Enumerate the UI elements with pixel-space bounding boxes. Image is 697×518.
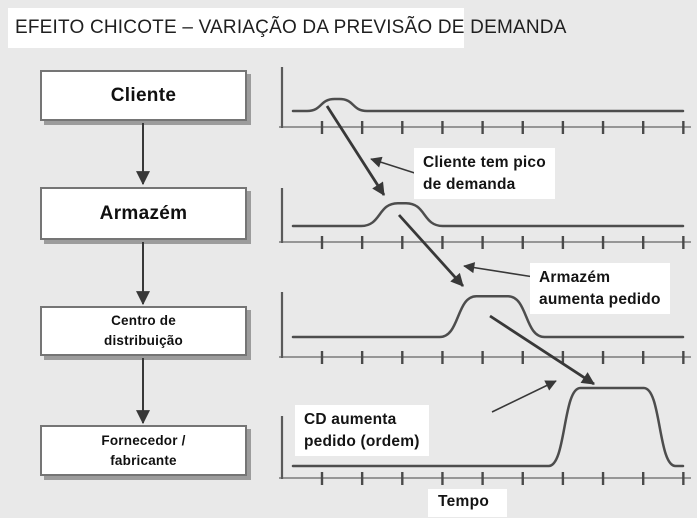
callout-line: de demanda: [423, 175, 516, 193]
flow-box-label: distribuição: [104, 333, 183, 348]
callout-armazem-aumenta: Armazém aumenta pedido: [530, 263, 670, 315]
page-title: EFEITO CHICOTE – VARIAÇÃO DA PREVISÃO DE…: [8, 8, 566, 48]
flow-box-label: fabricante: [110, 452, 177, 468]
callout-line: pedido (ordem): [304, 432, 420, 450]
flow-box-label: Centro de: [111, 313, 176, 329]
flow-box-label: Fornecedor /: [101, 432, 186, 448]
flow-box-armazem: Armazém: [40, 187, 247, 240]
flow-box-centro-distribuicao: Centro de distribuição: [40, 306, 247, 356]
flow-box-fornecedor-fabricante: Fornecedor / fabricante: [40, 425, 247, 476]
x-axis-label: Tempo: [428, 489, 508, 517]
flow-box-label: Armazém: [99, 202, 188, 224]
callout-cd-aumenta: CD aumenta pedido (ordem): [295, 405, 429, 457]
callout-line: aumenta pedido: [539, 290, 661, 308]
flow-box-label: Cliente: [110, 84, 177, 106]
callout-cliente-pico: Cliente tem pico de demanda: [414, 148, 555, 200]
callout-line: Cliente tem pico: [423, 154, 546, 171]
callout-line: Armazém: [539, 269, 611, 286]
callout-line: CD aumenta: [304, 411, 397, 428]
flow-box-cliente: Cliente: [40, 70, 247, 121]
